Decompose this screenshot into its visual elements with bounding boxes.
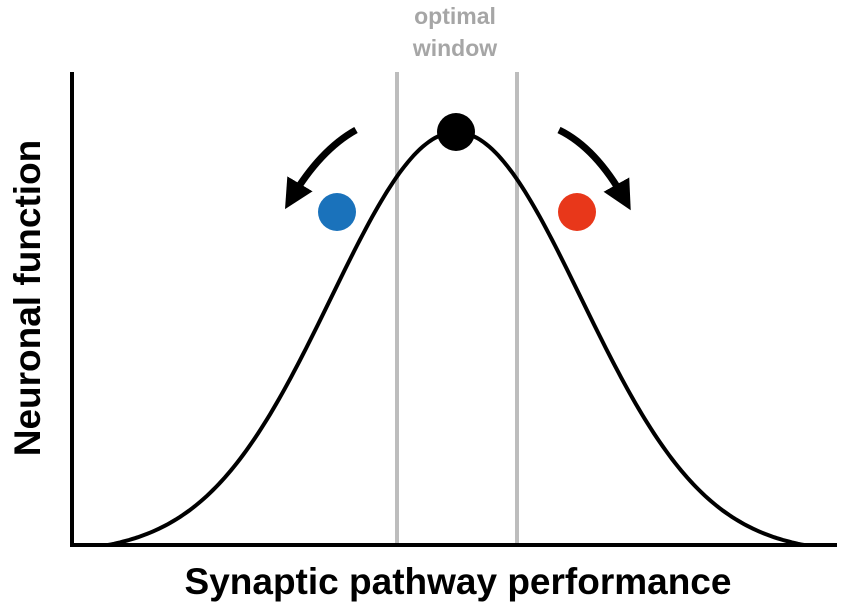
right-shift-arrow: [557, 126, 631, 211]
x-axis-label: Synaptic pathway performance: [185, 561, 732, 602]
optimal-window-label-line1: optimal: [414, 3, 496, 29]
axes: [70, 72, 837, 547]
optimal-window-label-line2: window: [412, 35, 497, 61]
bell-curve: [107, 129, 805, 547]
left-shift-arrow: [285, 126, 358, 210]
too-low-state-marker: [318, 193, 356, 231]
optimal-state-marker: [437, 113, 475, 151]
too-high-state-marker: [558, 193, 596, 231]
y-axis-label: Neuronal function: [7, 140, 48, 457]
